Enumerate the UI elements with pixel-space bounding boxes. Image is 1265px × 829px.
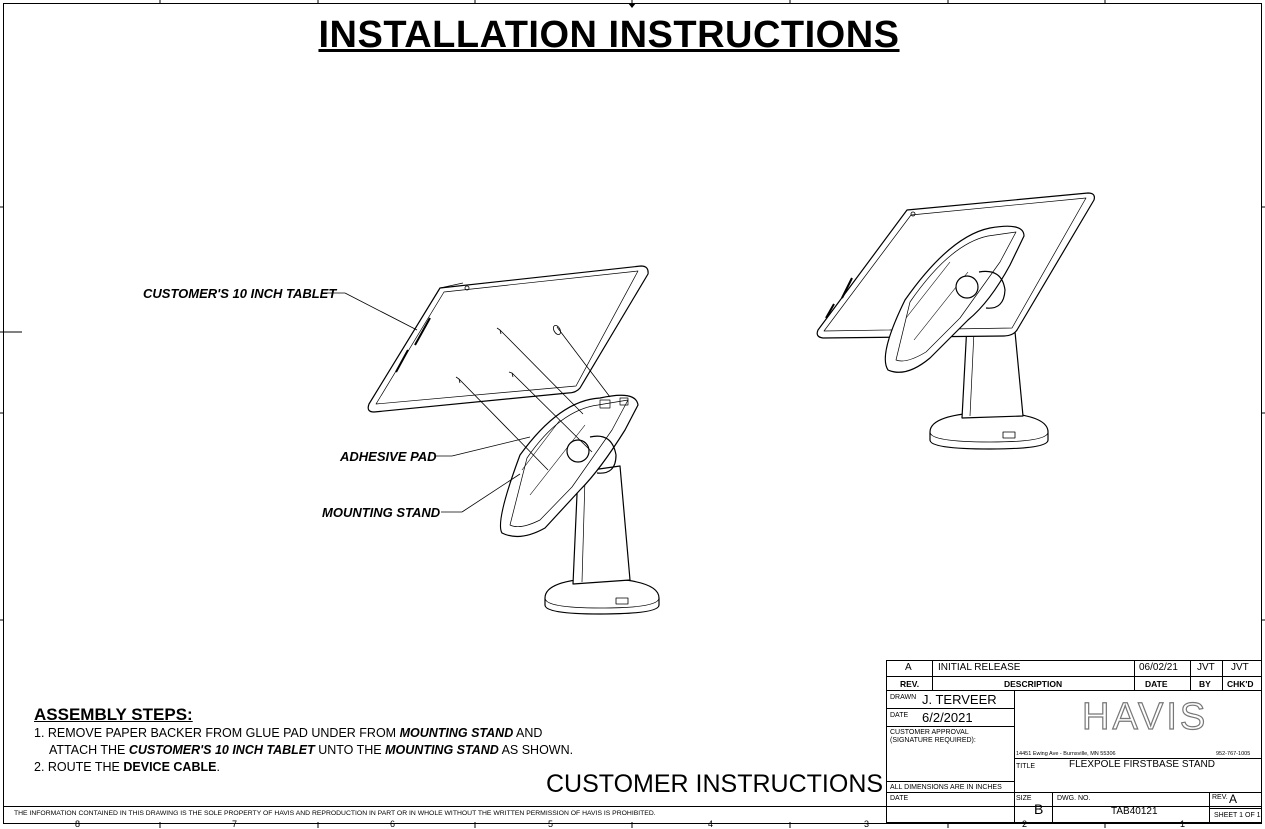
drawn-date: 6/2/2021: [922, 710, 973, 725]
customer-approval-label: CUSTOMER APPROVAL: [890, 729, 969, 736]
zone-number: 7: [232, 819, 238, 829]
step-text: AS SHOWN.: [498, 743, 574, 757]
step-text: AND: [513, 726, 543, 740]
revision-description: INITIAL RELEASE: [938, 662, 1021, 673]
zone-number: 1: [1180, 819, 1186, 829]
proprietary-notice: THE INFORMATION CONTAINED IN THIS DRAWIN…: [14, 810, 656, 817]
rev-header: REV.: [900, 679, 920, 689]
company-phone: 952-767-1005: [1216, 751, 1251, 757]
rev-value: A: [1229, 792, 1238, 806]
callout-tablet: CUSTOMER'S 10 INCH TABLET: [143, 286, 337, 301]
company-address: 14451 Ewing Ave - Burnsville, MN 55306: [1016, 751, 1116, 757]
zone-number: 3: [864, 819, 870, 829]
assembly-step-1-line-1: 1. REMOVE PAPER BACKER FROM GLUE PAD UND…: [34, 726, 542, 740]
zone-number: 2: [1022, 819, 1028, 829]
step-emphasis: DEVICE CABLE: [123, 760, 217, 774]
revision-date: 06/02/21: [1139, 662, 1178, 673]
step-emphasis: MOUNTING STAND: [399, 726, 514, 740]
sheet-count: SHEET 1 OF 1: [1214, 812, 1261, 819]
date2-label: DATE: [890, 795, 909, 802]
revision-checked: JVT: [1231, 662, 1249, 673]
date-header: DATE: [1145, 679, 1168, 689]
step-text: 2. ROUTE THE: [34, 760, 124, 774]
havis-logo: HAVIS: [1081, 695, 1209, 738]
signature-required-label: (SIGNATURE REQUIRED):: [890, 737, 976, 744]
customer-instructions-label: CUSTOMER INSTRUCTIONS: [546, 770, 884, 798]
assembly-step-2: 2. ROUTE THE DEVICE CABLE.: [34, 760, 220, 774]
size-value: B: [1034, 801, 1044, 817]
zone-number: 6: [390, 819, 396, 829]
by-header: BY: [1199, 679, 1211, 689]
step-text: .: [216, 760, 220, 774]
dwg-no-label: DWG. NO.: [1057, 795, 1091, 802]
page-title: INSTALLATION INSTRUCTIONS: [318, 14, 900, 56]
step-text: ATTACH THE: [49, 743, 129, 757]
step-emphasis: CUSTOMER'S 10 INCH TABLET: [128, 743, 315, 757]
revision-letter: A: [905, 662, 912, 673]
drawn-label: DRAWN: [890, 694, 917, 701]
dimensions-note: ALL DIMENSIONS ARE IN INCHES: [890, 784, 1002, 791]
description-header: DESCRIPTION: [1004, 679, 1063, 689]
checked-header: CHK'D: [1227, 679, 1254, 689]
step-text: UNTO THE: [314, 743, 386, 757]
assembly-step-1-line-2: ATTACH THE CUSTOMER'S 10 INCH TABLET UNT…: [49, 743, 573, 757]
title-label: TITLE: [1016, 763, 1036, 770]
callout-mounting-stand: MOUNTING STAND: [322, 505, 441, 520]
step-emphasis: MOUNTING STAND: [385, 743, 499, 757]
step-text: 1. REMOVE PAPER BACKER FROM GLUE PAD UND…: [34, 726, 400, 740]
zone-number: 8: [75, 819, 81, 829]
rev-label: REV.: [1212, 794, 1228, 801]
revision-by: JVT: [1197, 662, 1215, 673]
drawing-number: TAB40121: [1111, 806, 1158, 817]
size-label: SIZE: [1016, 795, 1032, 802]
zone-number: 5: [548, 819, 554, 829]
zone-number: 4: [708, 819, 714, 829]
date-label: DATE: [890, 712, 909, 719]
drawing-title: FLEXPOLE FIRSTBASE STAND: [1069, 759, 1215, 770]
callout-adhesive-pad: ADHESIVE PAD: [340, 449, 437, 464]
drawn-by: J. TERVEER: [922, 692, 997, 707]
assembly-steps-heading: ASSEMBLY STEPS:: [34, 705, 193, 724]
